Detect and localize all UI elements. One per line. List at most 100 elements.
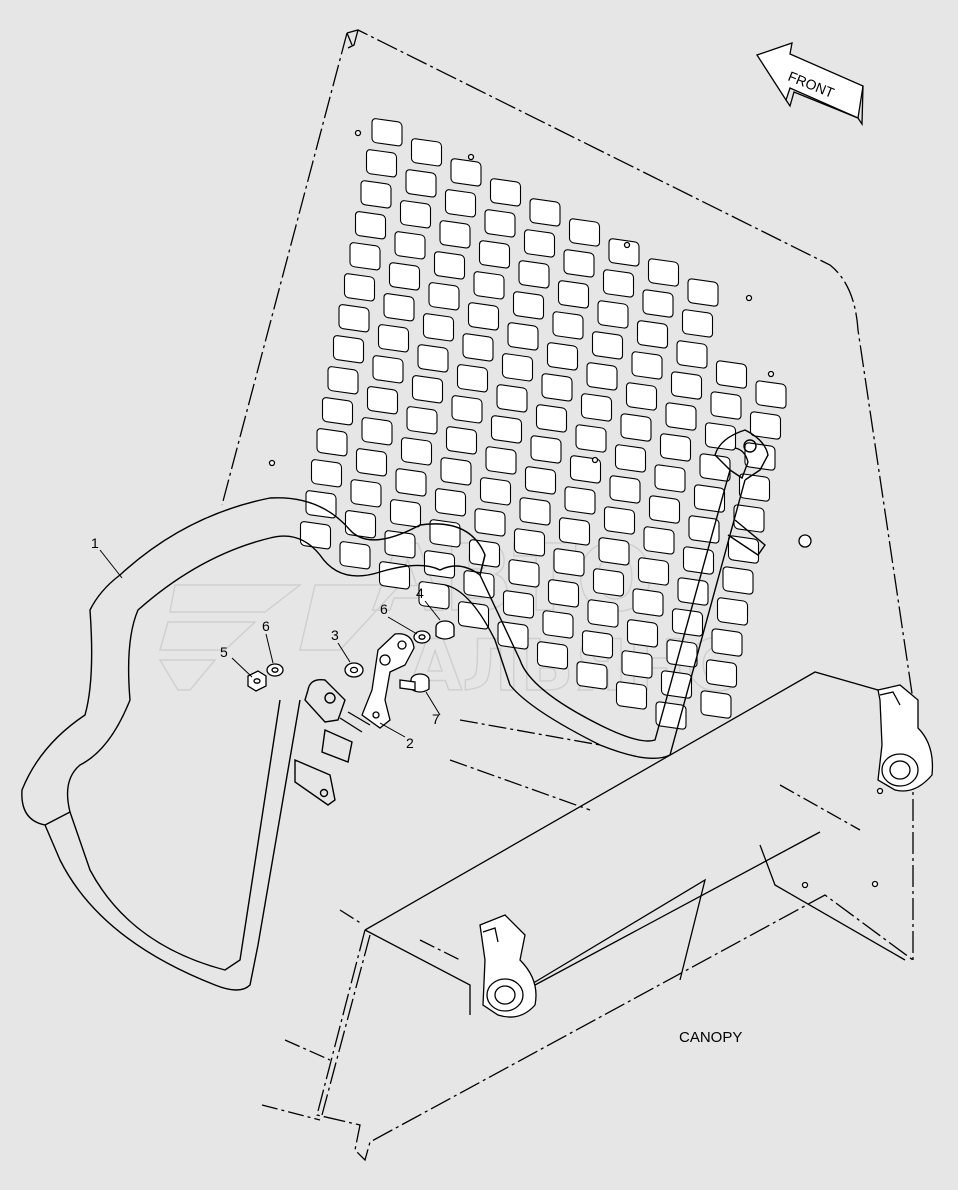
mesh-opening — [722, 566, 754, 595]
mesh-opening — [598, 537, 630, 566]
mesh-opening — [524, 466, 557, 495]
mesh-opening — [417, 344, 449, 373]
mesh-opening — [355, 448, 388, 477]
mesh-opening — [637, 557, 670, 586]
mesh-opening — [361, 417, 393, 446]
mesh-opening — [614, 444, 647, 473]
mesh-opening — [518, 260, 550, 289]
mesh-opening — [642, 289, 674, 318]
callout-6-right: 6 — [380, 601, 388, 617]
mesh-opening — [496, 384, 528, 413]
nut-part-5-icon — [247, 670, 267, 692]
mesh-opening — [462, 333, 494, 362]
mesh-opening — [327, 366, 359, 395]
grab-handle-part-1 — [21, 429, 769, 991]
mesh-opening — [625, 382, 658, 411]
mesh-opening — [343, 273, 376, 302]
mesh-opening — [738, 473, 771, 502]
mesh-opening — [418, 581, 450, 610]
callout-7: 7 — [432, 711, 440, 727]
mesh-opening — [389, 499, 422, 528]
mesh-opening — [456, 364, 489, 393]
mesh-opening — [654, 464, 686, 493]
mesh-opening — [490, 415, 523, 444]
mesh-opening — [360, 180, 392, 209]
mesh-opening — [647, 258, 680, 287]
mesh-opening — [710, 391, 742, 420]
mesh-opening — [395, 468, 427, 497]
mesh-opening — [530, 435, 562, 464]
watermark-logo-icon — [158, 584, 402, 691]
hinge-left-icon — [479, 914, 537, 1018]
mesh-opening — [378, 561, 411, 590]
mesh-opening — [467, 302, 500, 331]
mesh-opening — [316, 428, 348, 457]
mesh-opening — [507, 322, 539, 351]
mesh-opening — [377, 324, 410, 353]
callout-1: 1 — [91, 535, 99, 551]
mesh-opening — [665, 402, 697, 431]
bolt-part-7-icon — [399, 673, 430, 693]
mesh-opening — [587, 599, 619, 628]
mesh-opening — [519, 497, 551, 526]
leader-lines — [99, 549, 441, 738]
watermark: АВТО АЛЬЯНС — [158, 524, 738, 708]
mesh-opening — [632, 588, 664, 617]
callout-6-left: 6 — [262, 618, 270, 634]
callout-3: 3 — [331, 627, 339, 643]
mesh-opening — [681, 309, 714, 338]
mesh-opening — [553, 548, 585, 577]
mesh-opening — [715, 360, 748, 389]
mesh-opening — [299, 521, 332, 550]
mesh-opening — [711, 628, 743, 657]
mesh-opening — [581, 630, 614, 659]
mesh-opening — [383, 293, 415, 322]
washer-part-3-icon — [344, 662, 364, 678]
mesh-opening — [705, 659, 738, 688]
washer-part-6-right-icon — [413, 630, 431, 644]
mesh-opening — [626, 619, 659, 648]
mesh-opening — [513, 528, 546, 557]
mesh-opening — [444, 189, 477, 218]
mesh-opening — [365, 149, 398, 178]
mesh-opening — [704, 422, 737, 451]
mesh-opening — [621, 650, 653, 679]
washer-part-6-left-icon — [266, 663, 284, 677]
mesh-opening — [450, 158, 482, 187]
mesh-opening — [569, 455, 602, 484]
mesh-opening — [406, 406, 438, 435]
mesh-opening — [366, 386, 399, 415]
mesh-opening — [733, 504, 765, 533]
mesh-opening — [484, 209, 516, 238]
mesh-opening — [591, 331, 624, 360]
mesh-opening — [423, 550, 456, 579]
mesh-opening — [727, 535, 760, 564]
hardware-parts — [247, 620, 455, 733]
mesh-opening — [659, 433, 692, 462]
mesh-opening — [749, 411, 782, 440]
mesh-opening — [440, 457, 472, 486]
mesh-opening — [636, 320, 669, 349]
callout-labels: 1 2 3 4 5 6 6 7 — [91, 535, 440, 751]
mesh-opening — [410, 138, 443, 167]
mesh-opening — [422, 313, 455, 342]
mesh-opening — [428, 282, 460, 311]
mesh-opening — [535, 404, 568, 433]
mesh-opening — [682, 546, 715, 575]
mesh-opening — [541, 373, 573, 402]
mesh-opening — [305, 490, 337, 519]
mesh-opening — [439, 220, 471, 249]
mesh-opening — [463, 570, 495, 599]
mesh-opening — [371, 118, 403, 147]
mesh-opening — [608, 238, 640, 267]
mesh-opening — [478, 240, 511, 269]
mesh-opening — [558, 517, 591, 546]
mesh-opening — [716, 597, 749, 626]
mesh-opening — [655, 701, 687, 730]
mesh-opening — [445, 426, 478, 455]
mesh-opening — [523, 229, 556, 258]
mesh-opening — [755, 380, 787, 409]
mesh-opening — [536, 641, 569, 670]
mesh-opening — [744, 442, 776, 471]
